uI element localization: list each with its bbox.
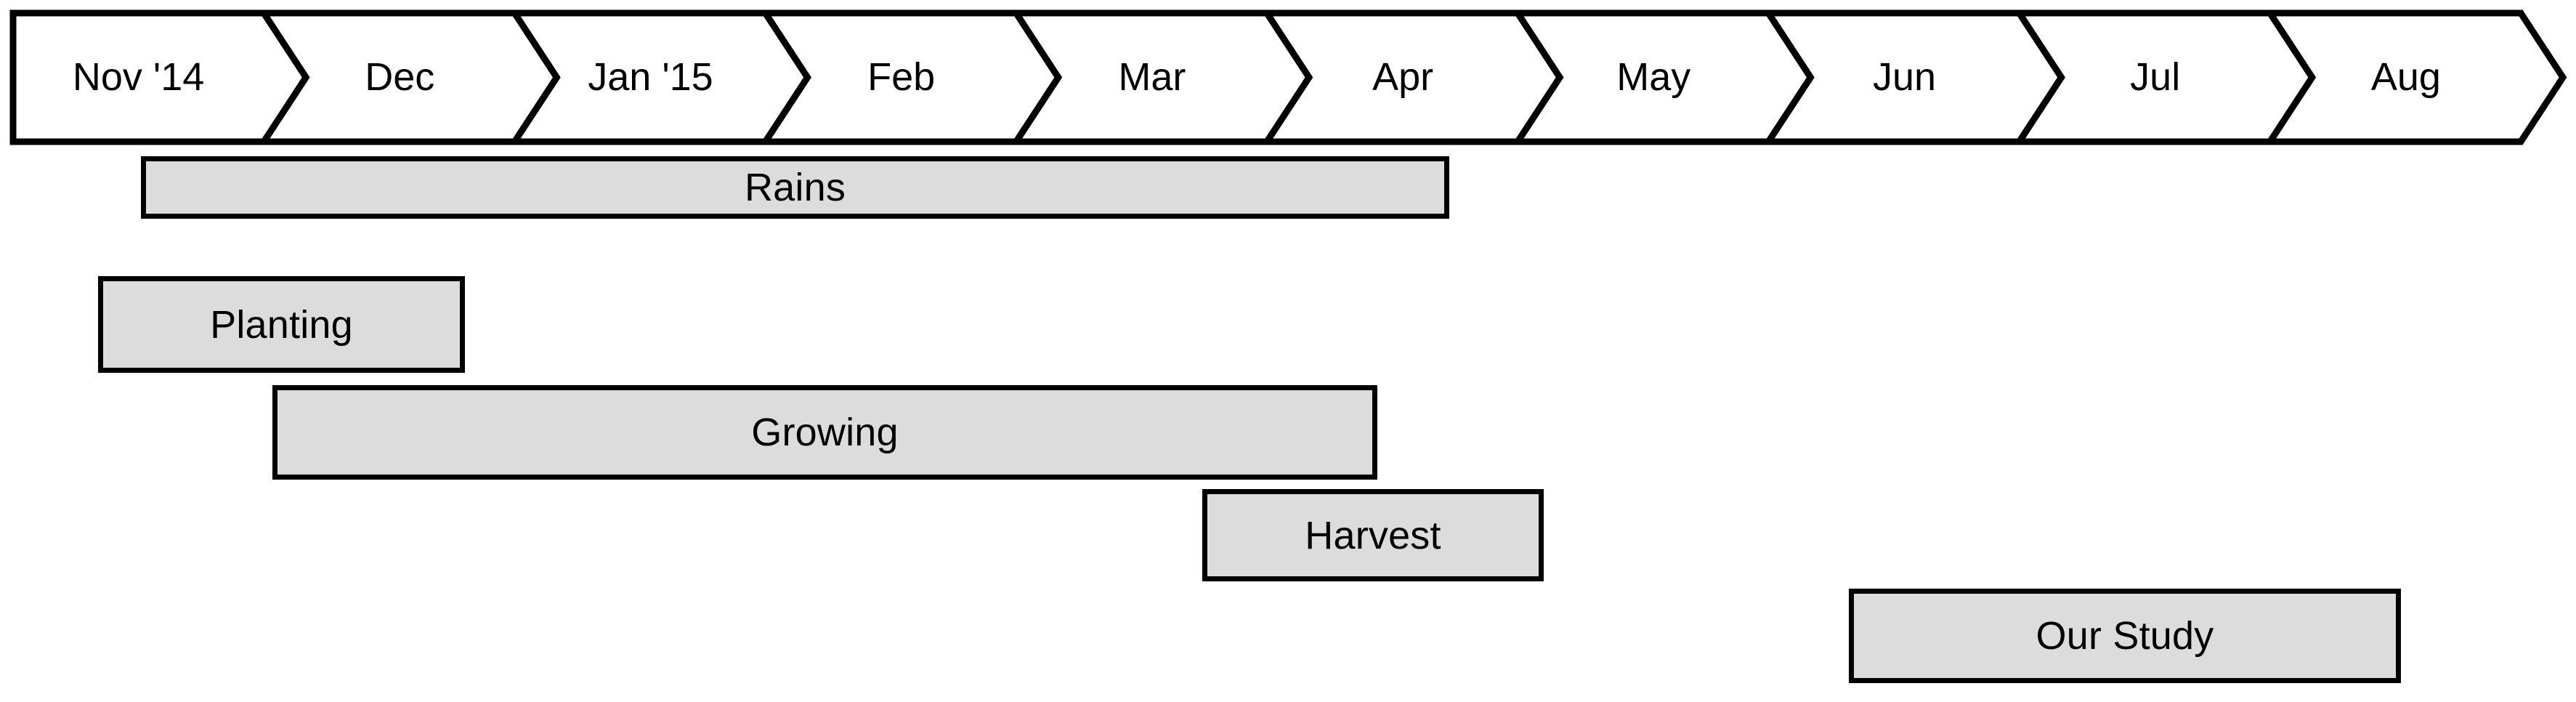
phase-label-planting: Planting bbox=[210, 302, 353, 347]
phase-bar-harvest: Harvest bbox=[1202, 489, 1544, 581]
month-chevron-aug bbox=[2264, 9, 2567, 145]
month-label: Nov '14 bbox=[73, 55, 204, 99]
month-label: May bbox=[1616, 55, 1690, 99]
phase-label-harvest: Harvest bbox=[1305, 513, 1441, 557]
month-label: Jan '15 bbox=[588, 55, 713, 99]
month-band-svg: Nov '14 Dec Jan '15 Feb Mar Apr May Jun Jul Aug bbox=[9, 9, 2567, 145]
month-label: Aug bbox=[2371, 55, 2441, 99]
phase-bar-our-study: Our Study bbox=[1849, 589, 2401, 683]
chevron-group: Nov '14 Dec Jan '15 Feb Mar Apr May Jun Jul Aug bbox=[9, 9, 2567, 145]
month-label: Jun bbox=[1873, 55, 1936, 99]
month-chevron-band: Nov '14 Dec Jan '15 Feb Mar Apr May Jun Jul Aug bbox=[0, 0, 2576, 145]
phase-label-rains: Rains bbox=[744, 166, 846, 209]
phase-bar-rains: Rains bbox=[141, 156, 1449, 219]
phase-label-growing: Growing bbox=[751, 411, 899, 454]
month-label: Feb bbox=[867, 55, 935, 99]
month-label: Mar bbox=[1118, 55, 1186, 99]
phase-label-our-study: Our Study bbox=[2036, 614, 2214, 658]
phase-bar-planting: Planting bbox=[98, 276, 465, 373]
month-label: Dec bbox=[365, 55, 434, 99]
month-label: Apr bbox=[1372, 55, 1433, 99]
month-label: Jul bbox=[2130, 55, 2180, 99]
phase-bar-growing: Growing bbox=[272, 385, 1377, 480]
